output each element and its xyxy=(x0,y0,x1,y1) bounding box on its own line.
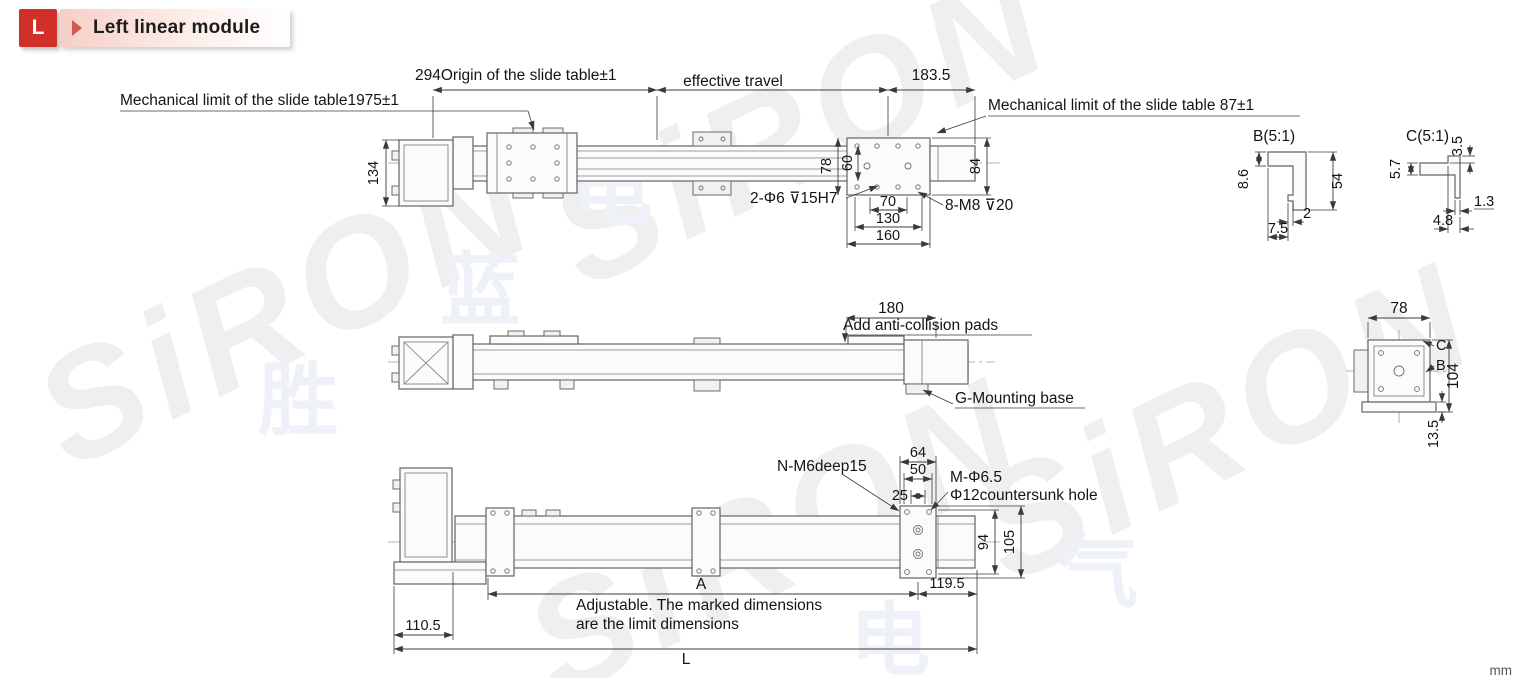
right-carriage-plate xyxy=(847,335,905,345)
mounting-base-block xyxy=(899,505,937,579)
effective-travel-label: effective travel xyxy=(683,73,783,90)
mid-support xyxy=(692,131,732,147)
bottom-geometry xyxy=(392,467,976,585)
dim-label-70: 70 xyxy=(880,194,896,210)
dim-label-50: 50 xyxy=(910,462,926,478)
motor-connector xyxy=(391,150,400,161)
dim-label-134: 134 xyxy=(366,161,382,185)
mounting-foot xyxy=(905,383,929,395)
watermark-cn: 蓝 xyxy=(440,246,520,335)
mid-support xyxy=(692,180,732,196)
motor-connector xyxy=(391,185,400,196)
mounting-base-label: G-Mounting base xyxy=(955,390,1074,407)
detail-b-label: B(5:1) xyxy=(1253,128,1295,145)
page-title: Left linear module xyxy=(93,17,261,38)
motor-body xyxy=(398,139,454,207)
watermark-brand: SiRON xyxy=(950,229,1502,615)
rail-body xyxy=(452,343,969,381)
dim-label-3-5: 3.5 xyxy=(1450,136,1466,156)
mounting-foot xyxy=(1361,401,1437,413)
dim-label-105: 105 xyxy=(1002,530,1018,554)
mid-support xyxy=(693,337,721,345)
dim-label-104: 104 xyxy=(1445,363,1462,389)
dim-label-l: L xyxy=(682,651,691,668)
side-attachment xyxy=(1353,349,1369,393)
dim-label-4-8: 4.8 xyxy=(1433,213,1453,229)
watermark-cn: 气 xyxy=(1058,528,1138,617)
dim-label-64: 64 xyxy=(910,445,926,461)
bottom-dimensions: N-M6deep15 64 50 25 M-Φ6.5 Φ12countersun… xyxy=(393,445,1098,668)
detail-c-profile xyxy=(1419,155,1461,199)
dim-label-a: A xyxy=(696,576,707,593)
motor-body xyxy=(399,467,453,563)
dim-label-84: 84 xyxy=(968,158,984,174)
mech-limit-left-label: Mechanical limit of the slide table1975±… xyxy=(120,92,399,109)
thread-note-label: N-M6deep15 xyxy=(777,458,867,475)
dim-label-110-5: 110.5 xyxy=(405,618,440,634)
detail-b-profile xyxy=(1267,151,1307,211)
dim-label-60: 60 xyxy=(840,155,856,171)
view-end: 78 104 13.5 C B xyxy=(1346,300,1462,448)
dim-label-180: 180 xyxy=(878,300,904,317)
support-block xyxy=(691,507,721,577)
module-tab: L xyxy=(19,9,57,47)
end-dimensions: 78 104 13.5 C B xyxy=(1367,300,1462,448)
units-label: mm xyxy=(1490,663,1513,678)
plan-dimensions: 134 294Origin of the slide table±1 effec… xyxy=(120,67,1300,248)
view-plan: 134 294Origin of the slide table±1 effec… xyxy=(120,67,1300,248)
dim-label-25: 25 xyxy=(892,488,908,504)
chevron-right-icon xyxy=(72,20,82,36)
detail-c-label: C(5:1) xyxy=(1406,128,1449,145)
side-geometry xyxy=(391,330,969,395)
dim-label-119-5: 119.5 xyxy=(929,576,964,592)
watermark-cn: 电 xyxy=(850,596,930,678)
dim-label-78: 78 xyxy=(819,158,835,174)
dim-label-160: 160 xyxy=(876,228,900,244)
dim-label-130: 130 xyxy=(876,211,900,227)
detail-marker-b: B xyxy=(1436,358,1446,374)
end-geometry xyxy=(1353,339,1437,413)
view-bottom: N-M6deep15 64 50 25 M-Φ6.5 Φ12countersun… xyxy=(388,445,1098,668)
anti-collision-label: Add anti-collision pads xyxy=(843,317,998,334)
plan-geometry xyxy=(391,127,976,207)
origin-dim-label: 294Origin of the slide table±1 xyxy=(415,67,617,84)
carriage-plate xyxy=(489,335,579,345)
support-block xyxy=(485,507,515,577)
dim-label-78-end: 78 xyxy=(1390,300,1407,317)
end-cap xyxy=(929,145,976,182)
header: L Left linear module xyxy=(19,9,291,47)
watermark-cn: 胜 xyxy=(258,356,338,445)
page-title-banner: Left linear module xyxy=(60,9,291,47)
dim-label-8-6: 8.6 xyxy=(1236,169,1252,189)
dim-label-2: 2 xyxy=(1303,206,1311,222)
dim-label-54: 54 xyxy=(1330,173,1346,189)
side-dimensions: 180 Add anti-collision pads G-Mounting b… xyxy=(841,300,1085,409)
bearing-block xyxy=(452,334,474,390)
adjustable-note-line2: are the limit dimensions xyxy=(576,616,739,633)
view-side: 180 Add anti-collision pads G-Mounting b… xyxy=(388,300,1085,409)
slide-table xyxy=(486,132,578,194)
end-body xyxy=(1367,339,1431,403)
mech-limit-right-label: Mechanical limit of the slide table 87±1 xyxy=(988,97,1254,114)
hole-note-label-2: Φ12countersunk hole xyxy=(950,487,1098,504)
end-block xyxy=(903,339,969,385)
detail-marker-c: C xyxy=(1436,338,1446,354)
dim-label-13-5: 13.5 xyxy=(1426,420,1442,448)
dim-label-5-7: 5.7 xyxy=(1388,159,1404,179)
base-plate xyxy=(393,561,487,585)
adjustable-note-line1: Adjustable. The marked dimensions xyxy=(576,597,822,614)
hole-note-label-1: M-Φ6.5 xyxy=(950,469,1002,486)
detail-c: C(5:1) 3.5 5.7 1.3 4.8 xyxy=(1388,128,1494,233)
dim-label-7-5: 7.5 xyxy=(1268,221,1288,237)
dim-label-94: 94 xyxy=(976,534,992,550)
bearing-block xyxy=(452,136,474,190)
dim-label-1-3: 1.3 xyxy=(1474,194,1494,210)
dim-label-183-5: 183.5 xyxy=(912,67,951,84)
hole-note-label: 2-Φ6 ⊽15H7 xyxy=(750,190,837,207)
detail-b: B(5:1) 8.6 54 2 7.5 xyxy=(1236,128,1346,241)
thread-note-label: 8-M8 ⊽20 xyxy=(945,197,1014,214)
